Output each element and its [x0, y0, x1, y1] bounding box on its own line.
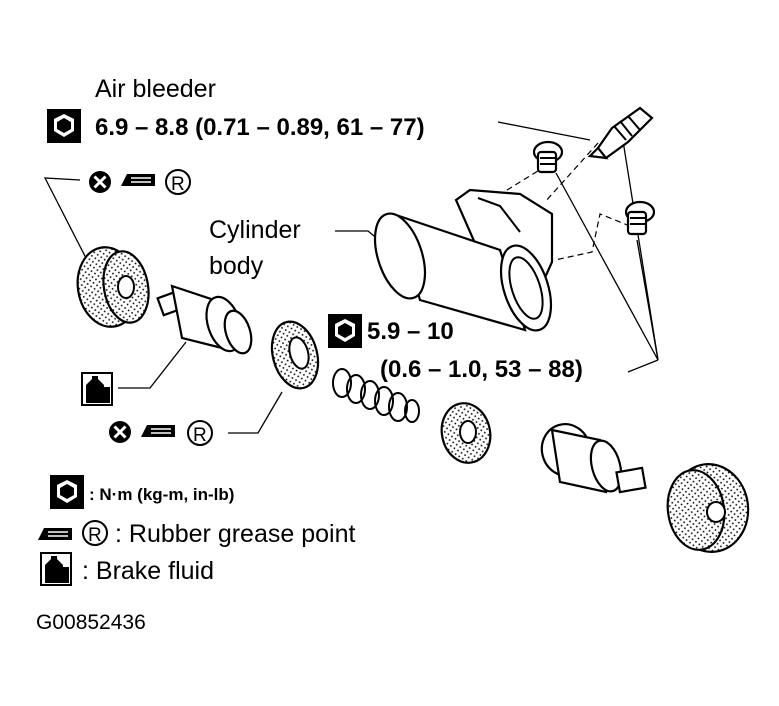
cylinder-bolt-upper: [532, 140, 564, 174]
svg-text:R: R: [88, 525, 102, 546]
torque-icon: [328, 314, 362, 348]
grease-r-marker: R: [187, 420, 213, 446]
torque-icon: [47, 109, 81, 143]
piston-left: [156, 284, 253, 355]
no-reuse-icon: [107, 419, 133, 445]
piston-right: [540, 423, 647, 494]
no-reuse-icon: [87, 169, 113, 195]
cylinder-body: [373, 188, 554, 332]
legend-brake-fluid: : Brake fluid: [82, 557, 214, 585]
rubber-grease-icon: [140, 424, 176, 438]
cylinder-body-label-line2: body: [209, 252, 264, 280]
cylinder-body-label-line1: Cylinder: [209, 216, 301, 244]
air-bleeder-torque-spec: 6.9 – 8.8 (0.71 – 0.89, 61 – 77): [95, 114, 425, 141]
svg-text:R: R: [193, 425, 207, 446]
torque-icon: [50, 475, 84, 509]
cylinder-bolt-lower: [624, 200, 656, 236]
rubber-grease-icon: [120, 173, 156, 187]
bolt-torque-spec-line1: 5.9 – 10: [367, 318, 454, 345]
brake-fluid-icon: [81, 372, 113, 406]
piston-cup-left: [270, 320, 320, 390]
leader-lines: [43, 121, 659, 434]
brake-fluid-icon: [40, 552, 72, 586]
piston-cup-right: [440, 402, 492, 464]
dust-boot-right: [666, 463, 750, 553]
rubber-grease-icon: [37, 527, 73, 541]
bolt-torque-spec-line2: (0.6 – 1.0, 53 – 88): [380, 356, 583, 383]
figure-id: G00852436: [36, 611, 146, 634]
grease-r-marker: R: [165, 169, 191, 195]
legend-torque-units: : N·m (kg-m, in-lb): [89, 485, 234, 504]
legend-rubber-grease-point: : Rubber grease point: [115, 520, 355, 548]
dust-boot-left: [76, 246, 150, 328]
air-bleeder-label: Air bleeder: [95, 75, 216, 103]
grease-r-marker: R: [82, 520, 108, 546]
air-bleeder-screw: [587, 106, 654, 160]
return-spring: [332, 368, 420, 423]
svg-text:R: R: [171, 174, 185, 195]
assembly-guide-dashes: [485, 142, 631, 261]
